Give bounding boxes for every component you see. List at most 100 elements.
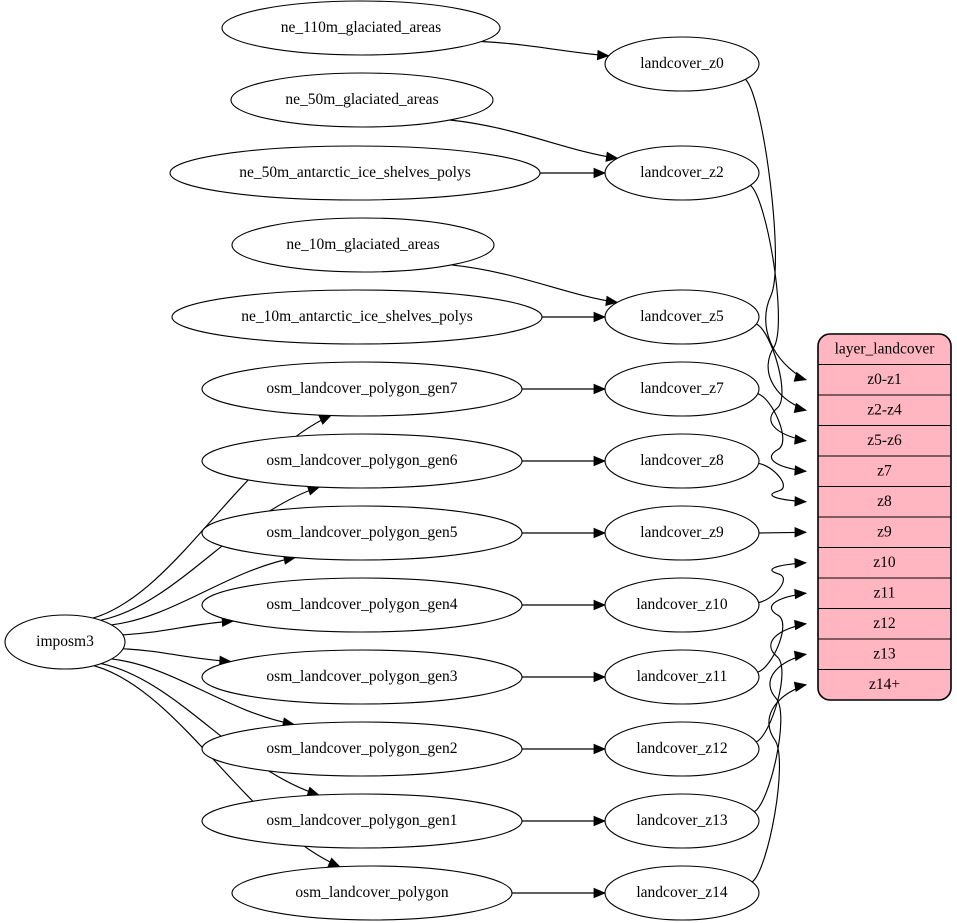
edge-landcover-z7-to-layer-landcover-z7 bbox=[757, 393, 807, 472]
edge-arrowhead bbox=[593, 671, 607, 683]
node-label: landcover_z14 bbox=[636, 884, 727, 901]
node-label: ne_50m_antarctic_ice_shelves_polys bbox=[239, 164, 471, 181]
layer-table-header-label: layer_landcover bbox=[835, 340, 936, 357]
node-landcover-z12[interactable]: landcover_z12 bbox=[604, 721, 760, 777]
layer-table-row-label: z12 bbox=[873, 615, 895, 632]
layer-table-row-label: z13 bbox=[873, 645, 896, 662]
node-osm-landcover-polygon-gen7[interactable]: osm_landcover_polygon_gen7 bbox=[201, 361, 523, 417]
node-landcover-z5[interactable]: landcover_z5 bbox=[604, 289, 760, 345]
node-shape bbox=[604, 793, 760, 849]
edge-arrowhead bbox=[593, 743, 607, 755]
edge-arrowhead bbox=[793, 402, 808, 413]
edge-arrowhead bbox=[793, 681, 808, 692]
node-landcover-z9[interactable]: landcover_z9 bbox=[604, 505, 760, 561]
layer-table-row-cell[interactable] bbox=[818, 547, 951, 579]
edge-ne-110m-glaciated-areas-to-landcover-z0 bbox=[481, 40, 609, 57]
node-label: osm_landcover_polygon_gen3 bbox=[266, 668, 457, 685]
node-landcover-z2[interactable]: landcover_z2 bbox=[604, 145, 760, 201]
edge-imposm3-to-osm-landcover-polygon-gen5 bbox=[111, 556, 296, 626]
edge-arrowhead bbox=[794, 588, 808, 600]
layer-table-row-label: z0-z1 bbox=[867, 371, 901, 388]
edges-layer bbox=[92, 40, 808, 899]
node-ne-10m-glaciated-areas[interactable]: ne_10m_glaciated_areas bbox=[231, 217, 495, 273]
node-landcover-z13[interactable]: landcover_z13 bbox=[604, 793, 760, 849]
node-osm-landcover-polygon-gen1[interactable]: osm_landcover_polygon_gen1 bbox=[201, 793, 523, 849]
edge-landcover-z2-to-layer-landcover-z2-z4 bbox=[750, 184, 807, 411]
edge-ne-50m-glaciated-areas-to-landcover-z2 bbox=[449, 119, 618, 159]
node-label: imposm3 bbox=[36, 633, 94, 650]
edge-arrowhead bbox=[596, 49, 610, 61]
node-label: landcover_z13 bbox=[636, 812, 727, 829]
node-shape bbox=[604, 433, 760, 489]
node-shape bbox=[604, 865, 760, 921]
node-ne-50m-glaciated-areas[interactable]: ne_50m_glaciated_areas bbox=[230, 72, 494, 128]
node-osm-landcover-polygon-gen3[interactable]: osm_landcover_polygon_gen3 bbox=[201, 649, 523, 705]
node-shape bbox=[171, 289, 543, 345]
node-landcover-z7[interactable]: landcover_z7 bbox=[604, 361, 760, 417]
node-shape bbox=[604, 36, 760, 92]
layer-table-row-cell[interactable] bbox=[818, 669, 951, 701]
node-label: osm_landcover_polygon_gen1 bbox=[266, 812, 457, 829]
node-label: landcover_z8 bbox=[640, 452, 724, 469]
node-ne-50m-antarctic-ice-shelves-polys[interactable]: ne_50m_antarctic_ice_shelves_polys bbox=[169, 145, 541, 201]
edge-arrowhead bbox=[794, 557, 808, 569]
edge-arrowhead bbox=[593, 455, 607, 467]
layer-table-row-cell[interactable] bbox=[818, 516, 951, 548]
node-shape bbox=[201, 649, 523, 705]
node-shape bbox=[201, 433, 523, 489]
node-osm-landcover-polygon[interactable]: osm_landcover_polygon bbox=[231, 865, 513, 921]
layer-table-row-label: z14+ bbox=[869, 676, 900, 693]
node-landcover-z11[interactable]: landcover_z11 bbox=[604, 649, 760, 705]
layer-landcover-table[interactable]: layer_landcoverz0-z1z2-z4z5-z6z7z8z9z10z… bbox=[817, 333, 952, 701]
node-landcover-z0[interactable]: landcover_z0 bbox=[604, 36, 760, 92]
node-label: ne_10m_glaciated_areas bbox=[286, 236, 439, 253]
edge-arrowhead bbox=[593, 527, 607, 539]
node-osm-landcover-polygon-gen2[interactable]: osm_landcover_polygon_gen2 bbox=[201, 721, 523, 777]
edge-imposm3-to-osm-landcover-polygon-gen1 bbox=[100, 663, 320, 796]
edge-landcover-z11-to-layer-landcover-z11 bbox=[757, 592, 807, 673]
edge-arrowhead bbox=[794, 619, 808, 631]
node-landcover-z14[interactable]: landcover_z14 bbox=[604, 865, 760, 921]
node-label: ne_10m_antarctic_ice_shelves_polys bbox=[241, 308, 473, 325]
nodes-layer: imposm3 ne_110m_glaciated_areas ne_50m_gla… bbox=[4, 0, 760, 921]
layer-table-row-label: z9 bbox=[877, 523, 892, 540]
layer-table-row-cell[interactable] bbox=[818, 486, 951, 518]
layer-table-cells: layer_landcoverz0-z1z2-z4z5-z6z7z8z9z10z… bbox=[818, 334, 951, 700]
node-shape bbox=[604, 505, 760, 561]
node-label: landcover_z2 bbox=[640, 164, 724, 181]
node-label: landcover_z12 bbox=[636, 740, 727, 757]
node-shape bbox=[231, 865, 513, 921]
edge-arrowhead bbox=[593, 311, 607, 323]
node-shape bbox=[230, 72, 494, 128]
node-label: osm_landcover_polygon_gen4 bbox=[266, 596, 457, 613]
node-landcover-z8[interactable]: landcover_z8 bbox=[604, 433, 760, 489]
edge-arrowhead bbox=[794, 465, 808, 476]
edge-landcover-z14-to-layer-landcover-z14- bbox=[751, 684, 807, 883]
node-imposm3[interactable]: imposm3 bbox=[4, 614, 126, 670]
node-label: landcover_z7 bbox=[640, 380, 724, 397]
layer-table-row-cell[interactable] bbox=[818, 608, 951, 640]
node-shape bbox=[604, 145, 760, 201]
node-shape bbox=[231, 217, 495, 273]
layer-table-row-cell[interactable] bbox=[818, 394, 951, 426]
node-osm-landcover-polygon-gen6[interactable]: osm_landcover_polygon_gen6 bbox=[201, 433, 523, 489]
node-shape bbox=[201, 361, 523, 417]
node-shape bbox=[221, 0, 501, 56]
node-ne-110m-glaciated-areas[interactable]: ne_110m_glaciated_areas bbox=[221, 0, 501, 56]
layer-table-row-label: z11 bbox=[874, 584, 896, 601]
edge-imposm3-to-osm-landcover-polygon-gen3 bbox=[122, 648, 231, 663]
edge-arrowhead bbox=[593, 167, 607, 179]
node-landcover-z10[interactable]: landcover_z10 bbox=[604, 577, 760, 633]
node-ne-10m-antarctic-ice-shelves-polys[interactable]: ne_10m_antarctic_ice_shelves_polys bbox=[171, 289, 543, 345]
node-osm-landcover-polygon-gen4[interactable]: osm_landcover_polygon_gen4 bbox=[201, 577, 523, 633]
edge-landcover-z10-to-layer-landcover-z10 bbox=[758, 562, 807, 604]
layer-table-row-label: z8 bbox=[877, 493, 892, 510]
edge-landcover-z0-to-layer-landcover-z0-z1 bbox=[745, 78, 807, 381]
edge-imposm3-to-osm-landcover-polygon-gen2 bbox=[111, 658, 295, 726]
layer-table-row-cell[interactable] bbox=[818, 577, 951, 609]
edge-arrowhead bbox=[593, 815, 607, 827]
node-osm-landcover-polygon-gen5[interactable]: osm_landcover_polygon_gen5 bbox=[201, 505, 523, 561]
node-shape bbox=[201, 577, 523, 633]
